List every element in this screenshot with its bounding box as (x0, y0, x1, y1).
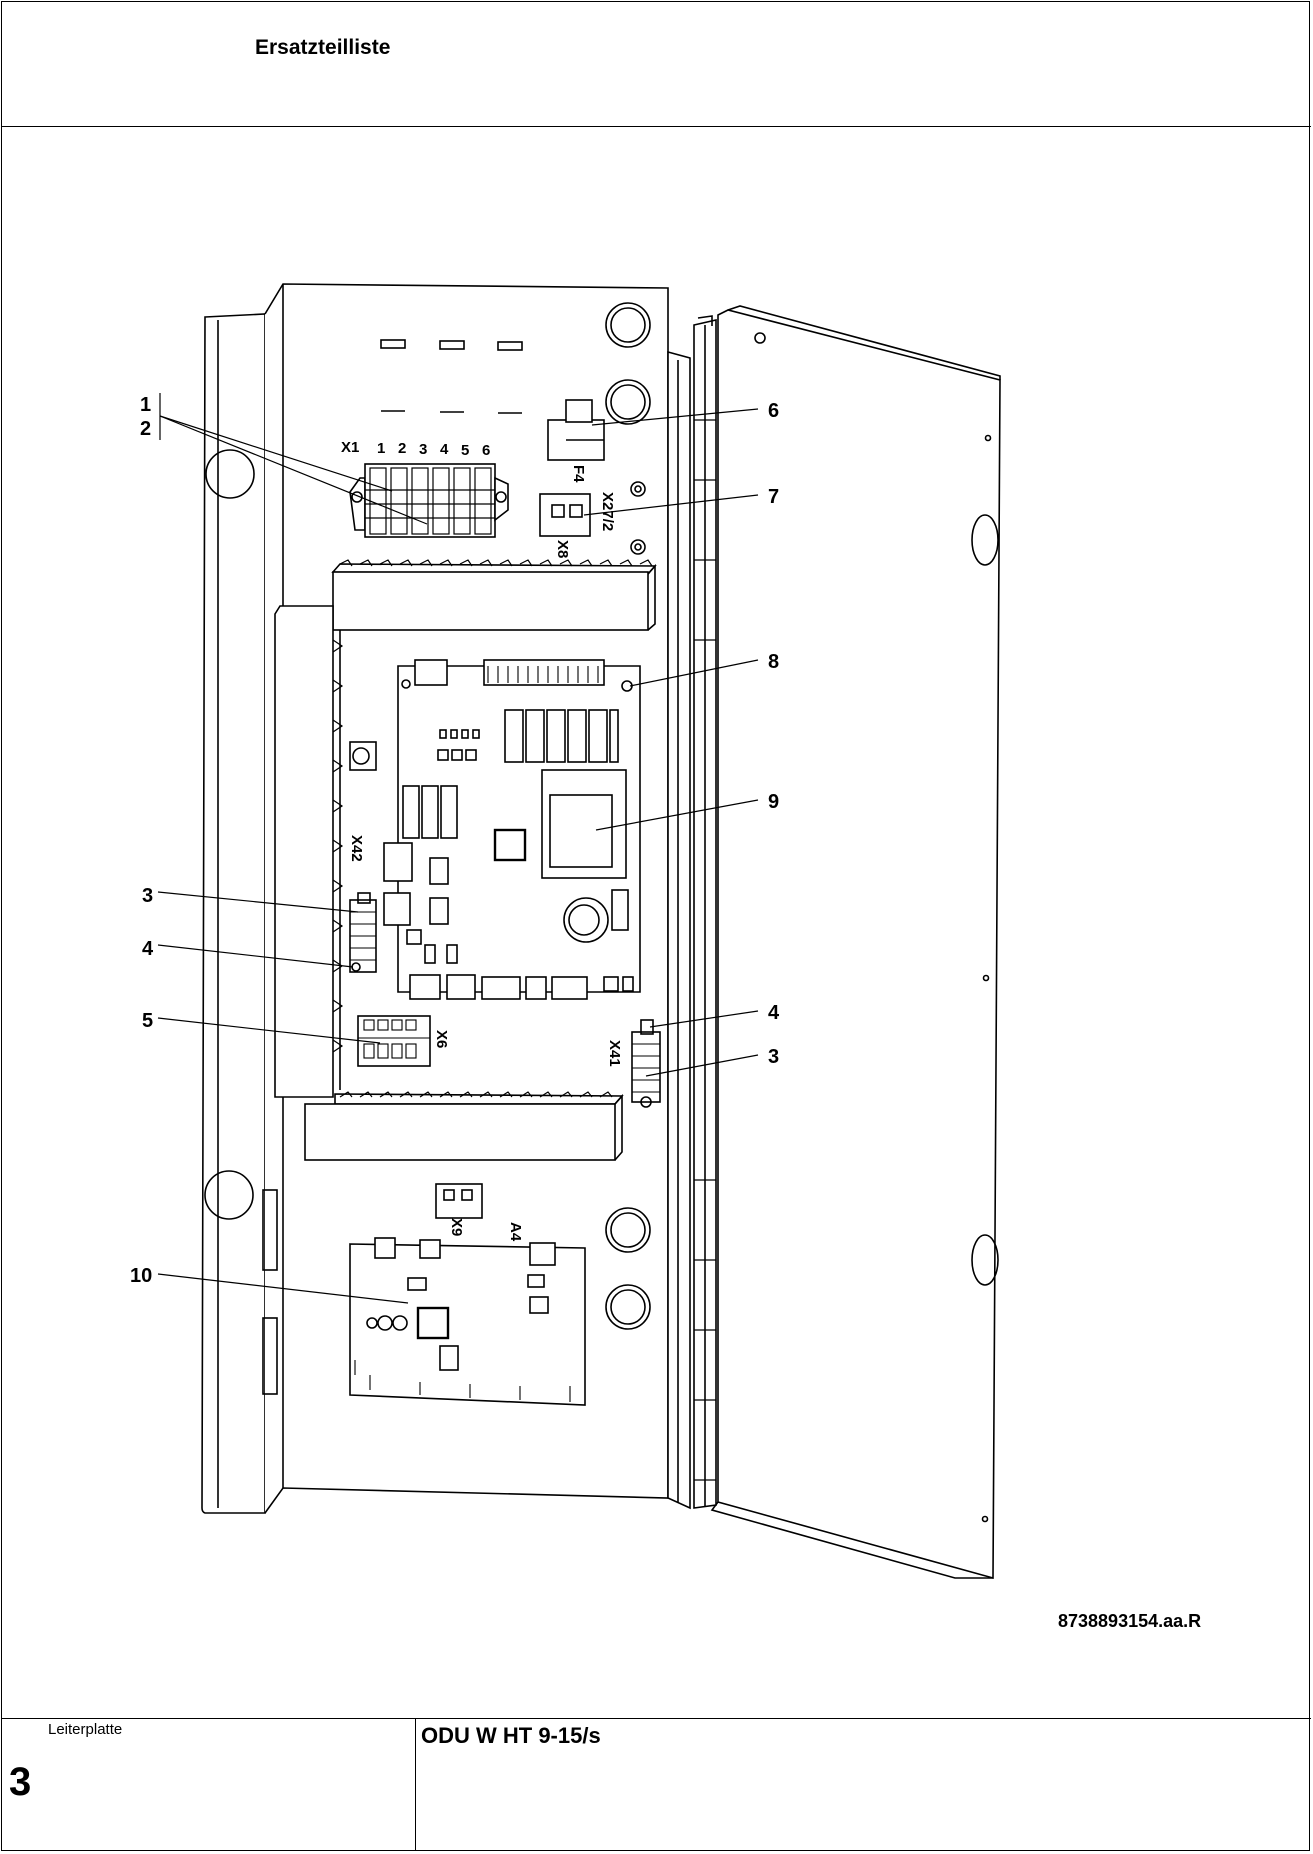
callout-leader-lines (157, 393, 759, 1304)
model-name: ODU W HT 9-15/s (421, 1723, 601, 1748)
label-x1: X1 (341, 439, 359, 456)
door (693, 305, 1001, 1580)
footer-divider (1, 1718, 1311, 1719)
connector-x42 (349, 892, 377, 973)
label-x1-term-4: 4 (440, 441, 449, 458)
callout-2: 2 (140, 418, 151, 440)
callout-5: 5 (142, 1010, 153, 1032)
label-a4: A4 (507, 1222, 524, 1242)
connector-x9 (435, 1183, 483, 1219)
callout-9: 9 (768, 791, 779, 813)
label-x1-term-1: 1 (377, 440, 385, 457)
page-title: Ersatzteilliste (255, 36, 391, 59)
cable-duct-left (274, 605, 344, 1098)
interface-board-a4 (349, 1237, 586, 1406)
cable-duct-lower (304, 1091, 624, 1161)
label-x41: X41 (606, 1040, 623, 1067)
header-divider (1, 126, 1311, 127)
label-x1-term-2: 2 (398, 440, 406, 457)
section-label: Leiterplatte (48, 1721, 123, 1738)
cable-duct-upper (331, 559, 657, 631)
footer-column-divider (415, 1718, 416, 1851)
label-x27-2: X27/2 (599, 492, 616, 531)
callout-3-left: 3 (142, 885, 153, 907)
label-x6: X6 (433, 1030, 450, 1048)
label-f4: F4 (570, 465, 587, 483)
callout-3-right: 3 (768, 1046, 779, 1068)
terminal-block-x6 (357, 1015, 431, 1067)
document-number: 8738893154.aa.R (1058, 1611, 1202, 1631)
callout-8: 8 (768, 651, 779, 673)
main-circuit-board (349, 659, 641, 1000)
label-x1-term-5: 5 (461, 442, 469, 459)
label-x1-term-3: 3 (419, 441, 427, 458)
connector-x41 (631, 1019, 661, 1108)
terminal-labels: X1 1 2 3 4 5 6 F4 X27/2 X8 X42 X6 X41 X9… (341, 439, 623, 1242)
callout-6: 6 (768, 400, 779, 422)
callout-numbers: 1 2 6 7 8 9 3 4 5 4 3 10 (130, 394, 780, 1287)
fuse-f4 (547, 399, 605, 461)
label-x9: X9 (448, 1218, 465, 1236)
callout-7: 7 (768, 486, 779, 508)
terminal-block-x1 (349, 463, 509, 538)
callout-4-left: 4 (142, 938, 154, 960)
callout-10: 10 (130, 1265, 152, 1287)
section-number: 3 (9, 1760, 32, 1804)
connector-x27 (539, 493, 591, 537)
callout-4-right: 4 (768, 1002, 780, 1024)
label-x42: X42 (348, 835, 365, 862)
label-x8: X8 (554, 540, 571, 558)
callout-1: 1 (140, 394, 151, 416)
label-x1-term-6: 6 (482, 442, 490, 459)
